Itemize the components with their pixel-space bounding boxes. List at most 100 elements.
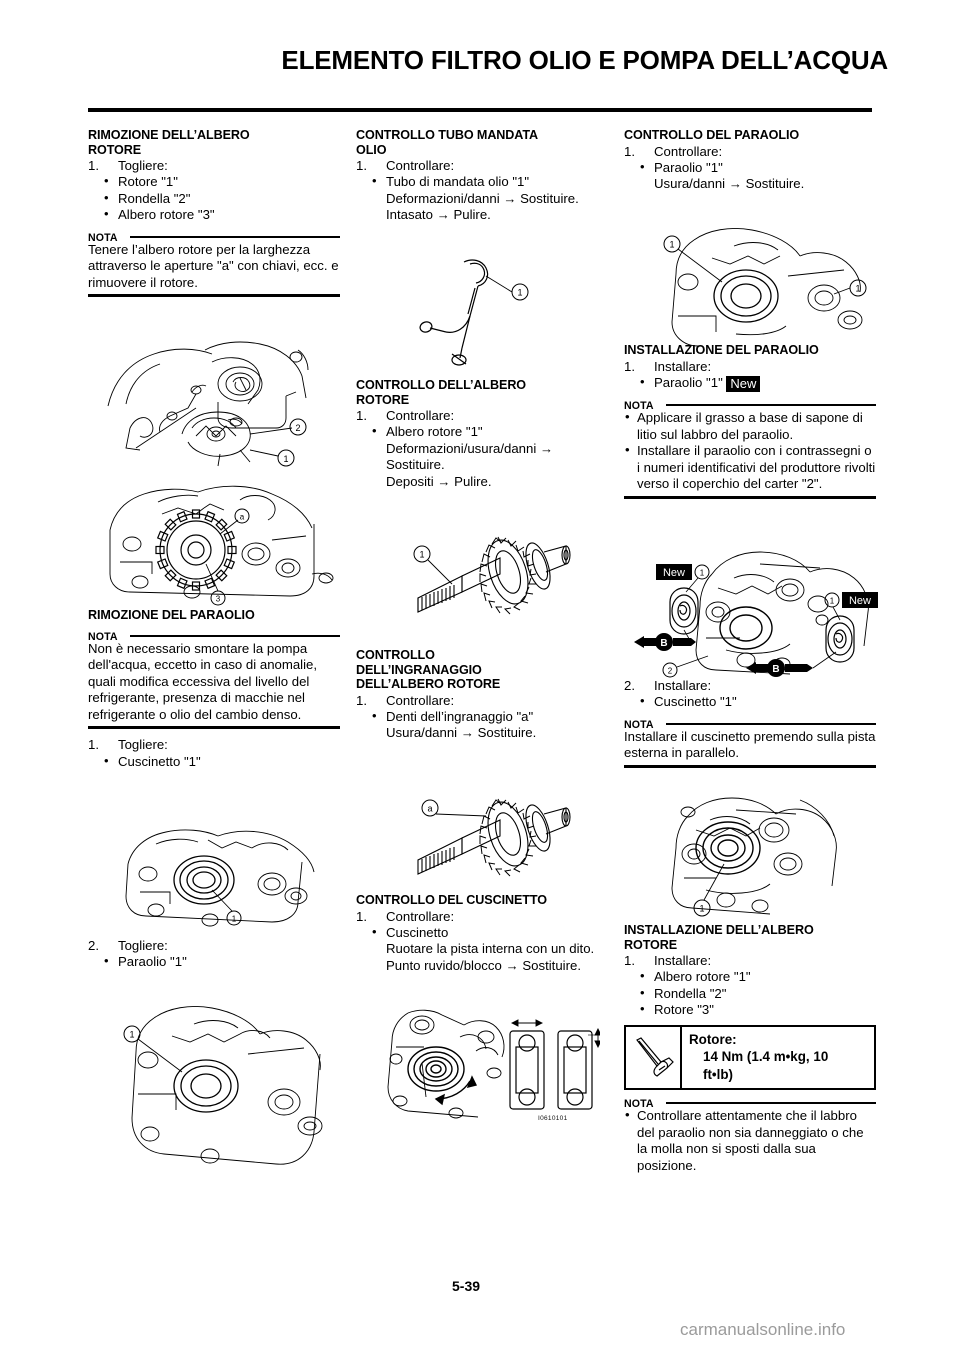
column-two: CONTROLLO TUBO MANDATA OLIO 1. Controlla… bbox=[356, 128, 608, 224]
list-item: •Rondella "2" bbox=[637, 984, 876, 1002]
note-label: NOTA bbox=[88, 231, 118, 244]
heading-installazione-paraolio: INSTALLAZIONE DEL PARAOLIO bbox=[624, 343, 876, 358]
list-item-label: Paraolio "1" bbox=[654, 374, 723, 390]
torque-spec-text: Rotore: 14 Nm (1.4 m•kg, 10 ft•lb) bbox=[682, 1027, 874, 1089]
note-header-rule bbox=[666, 1102, 876, 1105]
figure-oil-seal-installation: New 1 New 1 B bbox=[630, 542, 882, 678]
step-number: 1. bbox=[88, 158, 99, 173]
heading-line-1: INSTALLAZIONE DELL’ALBERO bbox=[624, 923, 814, 937]
bullet-list-rotor-shaft-check: • Albero rotore "1" Deformazioni/usura/d… bbox=[356, 423, 608, 490]
figure-bearing-removal: 1 bbox=[112, 822, 328, 930]
bullet-dot-icon: • bbox=[640, 984, 645, 1000]
new-part-badge-label: New bbox=[663, 567, 685, 579]
note-block: NOTA •Applicare il grasso a base di sapo… bbox=[624, 396, 876, 499]
step-label: Installare: bbox=[654, 358, 712, 374]
bullet-dot-icon: • bbox=[640, 968, 645, 984]
note-text: Tenere l’albero rotore per la larghezza … bbox=[88, 241, 339, 290]
callout-1-label: 1 bbox=[699, 904, 704, 914]
step-label: Togliere: bbox=[118, 158, 168, 173]
list-item-detail: Usura/danni → Sostituire. bbox=[654, 176, 805, 192]
step-item: 1. Installare: bbox=[624, 953, 876, 969]
step-item: 2. Togliere: bbox=[88, 938, 340, 954]
note-header-rule bbox=[666, 722, 876, 725]
bullet-list-removal-rotor-shaft: •Rotore "1" •Rondella "2" •Albero rotore… bbox=[88, 173, 340, 223]
note-text: Installare il cuscinetto premendo sulla … bbox=[624, 728, 876, 761]
note-label: NOTA bbox=[624, 718, 654, 731]
note-text: Non è necessario smontare la pompa dell'… bbox=[88, 640, 318, 722]
bullet-list-oil-seal-install: • Paraolio "1" New bbox=[624, 373, 876, 392]
callout-1-label: 1 bbox=[830, 597, 835, 606]
step-item: 1. Installare: bbox=[624, 359, 876, 375]
list-item: •Applicare il grasso a base di sapone di… bbox=[624, 409, 876, 443]
new-part-badge-label: New bbox=[849, 595, 871, 607]
column-three-part-two: INSTALLAZIONE DEL PARAOLIO 1. Installare… bbox=[624, 343, 876, 499]
bullet-list-oil-seal-removal-1: •Cuscinetto "1" bbox=[88, 753, 340, 770]
callout-1-label: 1 bbox=[232, 915, 237, 924]
note-header: NOTA bbox=[624, 715, 876, 731]
figure-oil-seal-removal: 1 bbox=[98, 998, 340, 1184]
note-label: NOTA bbox=[624, 1098, 654, 1111]
new-part-badge: New bbox=[726, 375, 761, 392]
heading-installazione-albero-rotore: INSTALLAZIONE DELL’ALBERO ROTORE bbox=[624, 923, 876, 952]
note-bottom-rule bbox=[88, 294, 340, 298]
list-item-label: Denti dell’ingranaggio "a" bbox=[386, 708, 534, 724]
step-list-gear-check: 1. Controllare: bbox=[356, 693, 608, 709]
list-item: • Albero rotore "1" bbox=[637, 968, 876, 985]
figure-rotor-shaft: 1 bbox=[400, 528, 580, 638]
step-list-rotor-shaft-install: 1. Installare: bbox=[624, 953, 876, 969]
list-item: •Albero rotore "3" bbox=[101, 206, 340, 223]
page-title: ELEMENTO FILTRO OLIO E POMPA DELL’ACQUA bbox=[281, 45, 888, 75]
list-item: •Cuscinetto "1" bbox=[637, 693, 876, 710]
step-list-oil-seal-install: 1. Installare: bbox=[624, 359, 876, 375]
bullet-dot-icon: • bbox=[104, 953, 109, 969]
note-label: NOTA bbox=[624, 399, 654, 412]
callout-1-label: 1 bbox=[283, 454, 288, 464]
step-number: 1. bbox=[624, 953, 635, 968]
step-label: Controllare: bbox=[386, 408, 455, 423]
note-header: NOTA bbox=[88, 627, 340, 643]
column-one: RIMOZIONE DELL’ALBERO ROTORE 1. Togliere… bbox=[88, 128, 340, 298]
bullet-list-oil-seal-removal-2: •Paraolio "1" bbox=[88, 953, 340, 970]
heading-controllo-cuscinetto: CONTROLLO DEL CUSCINETTO bbox=[356, 893, 608, 908]
step-label: Installare: bbox=[654, 678, 712, 693]
list-item-label: Albero rotore "1" bbox=[386, 424, 483, 440]
step-list-bearing-check: 1. Controllare: bbox=[356, 909, 608, 925]
step-list-oil-seal-removal-2: 2. Togliere: bbox=[88, 938, 340, 954]
heading-line-2: ROTORE bbox=[624, 937, 678, 952]
heading-line-1: CONTROLLO DELL’ALBERO bbox=[356, 378, 527, 392]
list-item-label: Applicare il grasso a base di sapone di … bbox=[637, 409, 863, 442]
note-header: NOTA bbox=[88, 228, 340, 244]
list-item-detail: Usura/danni → Sostituire. bbox=[386, 725, 537, 741]
heading-controllo-ingranaggio-albero-rotore: CONTROLLO DELL’INGRANAGGIO DELL’ALBERO R… bbox=[356, 648, 608, 692]
step-number: 1. bbox=[624, 143, 635, 159]
bullet-list-oil-delivery-pipe: • Tubo di mandata olio "1" Deformazioni/… bbox=[356, 173, 608, 223]
list-item: •Paraolio "1" bbox=[101, 953, 340, 970]
torque-value-continued: ft•lb) bbox=[703, 1066, 733, 1082]
heading-line-1: CONTROLLO DEL CUSCINETTO bbox=[356, 893, 547, 907]
heading-line-1: INSTALLAZIONE DEL PARAOLIO bbox=[624, 343, 819, 357]
step-label: Installare: bbox=[654, 953, 712, 968]
heading-line-2: DELL’INGRANAGGIO bbox=[356, 662, 482, 677]
header-divider bbox=[88, 108, 872, 112]
step-number: 2. bbox=[624, 678, 635, 693]
torque-wrench-icon bbox=[626, 1026, 682, 1089]
step-item: 1. Controllare: bbox=[356, 909, 608, 925]
note-header-rule bbox=[666, 403, 876, 407]
note-bottom-rule bbox=[624, 765, 876, 768]
bullet-dot-icon: • bbox=[640, 373, 645, 389]
step-label: Controllare: bbox=[386, 908, 455, 924]
list-item: •Rotore "1" bbox=[101, 173, 340, 190]
list-item: • Paraolio "1" New bbox=[637, 373, 876, 392]
list-item-label: Controllare attentamente che il labbro d… bbox=[637, 1108, 864, 1173]
step-label: Togliere: bbox=[118, 737, 168, 753]
heading-controllo-tubo-mandata-olio: CONTROLLO TUBO MANDATA OLIO bbox=[356, 128, 608, 157]
list-item: •Rondella "2" bbox=[101, 190, 340, 207]
figure-code: I0610101 bbox=[538, 1115, 568, 1122]
list-item-label: Albero rotore "1" bbox=[654, 969, 751, 985]
torque-spec-box: Rotore: 14 Nm (1.4 m•kg, 10 ft•lb) bbox=[624, 1024, 876, 1091]
list-item-label: Rondella "2" bbox=[118, 190, 191, 206]
bullet-dot-icon: • bbox=[625, 1107, 630, 1123]
heading-line-1: CONTROLLO DEL PARAOLIO bbox=[624, 128, 800, 142]
bullet-list-oil-seal-check: • Paraolio "1" Usura/danni → Sostituire. bbox=[624, 159, 876, 193]
step-item: 1. Togliere: bbox=[88, 737, 340, 753]
